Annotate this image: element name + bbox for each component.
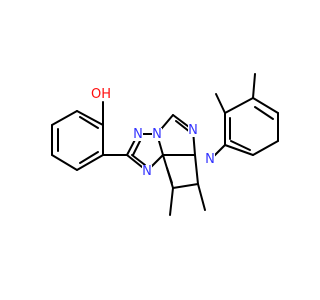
label-background [188,124,198,137]
bond [79,151,99,164]
nitrogen-label: N [142,164,152,179]
bond [252,140,279,156]
nitrogen-label: N [205,152,215,167]
bond [194,154,199,185]
bond [197,183,206,211]
bond [252,73,256,99]
bond [175,120,191,133]
label-background [152,128,162,141]
bond [215,93,226,114]
label-background [142,165,152,178]
nitrogen-label: N [152,127,162,142]
label-background [133,128,143,141]
bond [51,110,78,126]
label-background [88,87,114,101]
bonds [51,73,279,216]
bond [131,154,146,166]
nitrogen-label: N [133,127,143,142]
bond [254,106,274,120]
bond [252,97,279,114]
bond [224,144,254,156]
bond [169,187,174,216]
hydroxyl-label: OH [91,87,111,102]
bond [79,116,99,129]
bond [230,140,251,151]
bond [224,97,254,114]
bond [76,110,104,126]
bond [132,138,142,156]
bond [51,154,78,171]
bond [166,167,173,184]
nitrogen-label: N [188,123,198,138]
label-background [205,153,215,166]
bond [76,154,104,171]
molecule-structure: OH N N N N N [51,73,279,216]
atom-labels: OH N N N N N [88,87,215,179]
bond [172,183,199,189]
